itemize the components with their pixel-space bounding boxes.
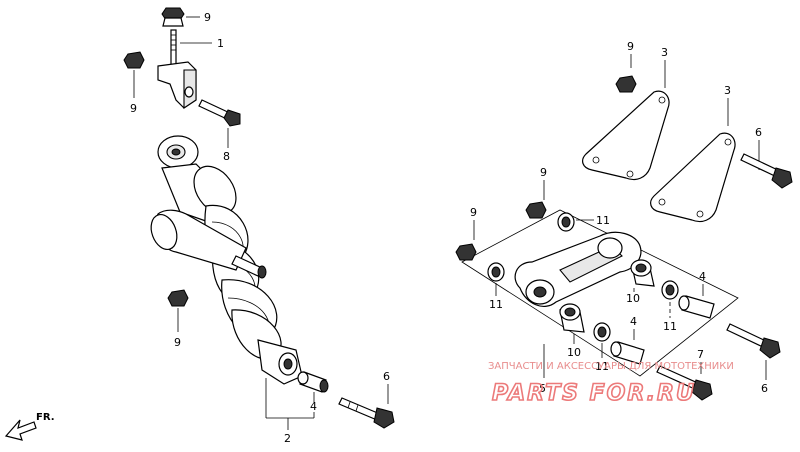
link-plate-left [582,90,670,181]
top-nut [161,7,200,27]
callout-5-linkage-assembly: 5 [539,382,546,395]
callout-9-top-nut: 9 [204,11,211,24]
bearing-top [557,212,575,232]
nut-left-upper [123,51,145,98]
callout-9-left-lower: 9 [174,336,181,349]
nut-linkage-left [455,243,477,261]
collar-lower-left [297,371,329,402]
nut-mid [525,201,547,219]
bearing-lower [593,322,611,342]
callout-3-plate-right: 3 [724,84,731,97]
watermark-caption: ЗАПЧАСТИ И АКСЕССУАРЫ ДЛЯ МОТОТЕХНИКИ [488,361,734,372]
front-direction-arrow-icon [4,419,37,441]
callout-10-lower: 10 [567,346,581,359]
callout-9-mid: 9 [540,166,547,179]
upper-mount-bracket [157,61,197,110]
callout-7-bolt: 7 [697,348,704,361]
linkage-outline [461,209,739,377]
collar-right [678,295,715,319]
callout-10-upper: 10 [626,292,640,305]
watermark-logo: PARTS FOR.RU [492,381,696,406]
callout-4-collar: 4 [310,400,317,413]
callout-6-lower-left: 6 [383,370,390,383]
callout-9-right-upper: 9 [627,40,634,53]
callout-3-plate-left: 3 [661,46,668,59]
bushing-lower [559,303,585,333]
rocker-arm [514,231,642,307]
callout-11-left: 11 [489,298,503,311]
callout-11-right: 11 [663,320,677,333]
front-direction-label: FR. [36,412,55,423]
bearing-left [487,262,505,282]
assembly-bracket-2 [265,378,315,430]
bearing-right [661,280,679,300]
callout-11-lower: 11 [595,360,609,373]
shock-absorber [150,135,303,385]
callout-9-linkage-left: 9 [470,206,477,219]
bushing-upper [630,259,655,287]
link-plate-right [650,132,736,223]
callout-6-right-upper: 6 [755,126,762,139]
callout-11-top: 11 [596,214,610,227]
linkage-bolt-6 [726,323,781,359]
collar-lower-mid [610,341,645,365]
bracket-bolt [198,99,241,148]
callout-8-bolt: 8 [223,150,230,163]
callout-4-lower-mid: 4 [630,315,637,328]
callout-2-shock-assembly: 2 [284,432,291,445]
callout-1-stud-bolt: 1 [217,37,224,50]
nut-right-upper [615,75,637,93]
lower-bolt-left [338,384,395,429]
callout-6-lower-right: 6 [761,382,768,395]
linkage-bolt-7 [656,365,713,401]
callout-9-left-upper: 9 [130,102,137,115]
nut-left-lower [167,289,189,332]
callout-4-right: 4 [699,270,706,283]
plate-bolt-right [740,153,793,189]
